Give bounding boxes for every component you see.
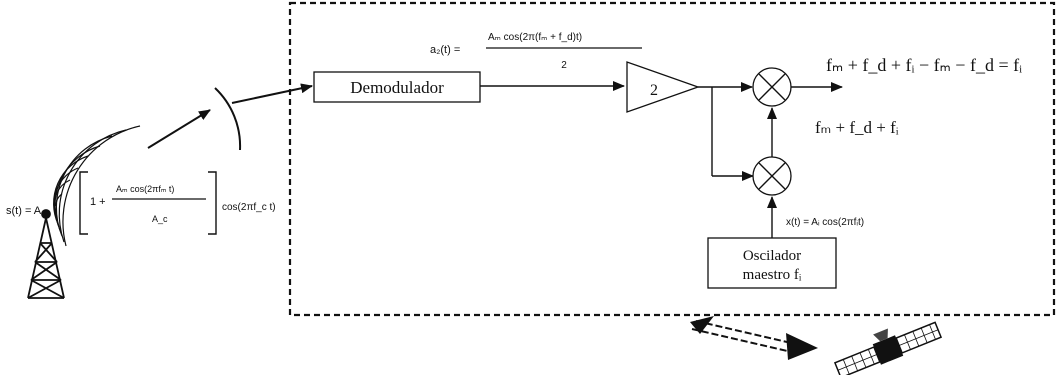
demod-numerator: Aₘ cos(2π(fₘ + f_d)t) — [488, 32, 582, 43]
output-equation: fₘ + f_d + fᵢ − fₘ − f_d = fᵢ — [826, 55, 1022, 75]
satellite-link-arrow — [691, 320, 801, 354]
demodulator-label: Demodulador — [350, 78, 444, 97]
satellite-icon — [833, 321, 943, 375]
radio-waves — [53, 125, 141, 247]
oscillator-signal-equation: x(t) = Aᵢ cos(2πfᵢt) — [786, 217, 864, 228]
dish-to-demod-arrow — [231, 83, 313, 104]
tower-to-dish-arrow — [147, 109, 211, 149]
oscillator-label-line2: maestro fᵢ — [743, 267, 802, 283]
tower-icon — [27, 209, 65, 299]
svg-text:Aₘ cos(2πfₘ t): Aₘ cos(2πfₘ t) — [116, 184, 174, 194]
svg-text:cos(2πf_c t): cos(2πf_c t) — [222, 202, 276, 213]
satellite-arrowhead-back — [690, 316, 714, 334]
satellite-arrowhead — [786, 333, 818, 360]
demod-denominator: 2 — [561, 60, 567, 71]
svg-text:a₂(t) =: a₂(t) = — [430, 44, 460, 56]
demod-output-text: a₂(t) = Aₘ cos(2π(fₘ + f_d)t) / 2 — [4, 364, 128, 374]
oscillator-block — [707, 237, 837, 289]
demod-output-formula: a₂(t) = Aₘ cos(2π(fₘ + f_d)t) 2 a₂(t) = … — [4, 32, 642, 374]
demodulator-block — [313, 71, 481, 103]
transmitted-signal-label: s(t) = A — [6, 205, 42, 217]
transmitted-signal-formula: s(t) = A 1 + Aₘ cos(2πfₘ t) A_c cos(2πf_… — [6, 171, 276, 362]
amplifier-gain-label: 2 — [650, 82, 658, 99]
transmitted-signal-text: s(t) = A_c[1 + (Aₘ cos(2πfₘt))/A_c] cos(… — [6, 352, 195, 362]
multiplier-icon — [752, 67, 792, 107]
svg-text:1 +: 1 + — [90, 196, 106, 208]
system-boundary — [288, 1, 1056, 317]
mixer1-input-equation: fₘ + f_d + fᵢ — [815, 118, 899, 137]
oscillator-label-line1: Oscilador — [743, 248, 801, 264]
amplifier-block — [626, 61, 700, 113]
multiplier-icon — [752, 156, 792, 196]
dish-antenna-icon — [214, 87, 242, 151]
svg-text:A_c: A_c — [152, 214, 168, 224]
